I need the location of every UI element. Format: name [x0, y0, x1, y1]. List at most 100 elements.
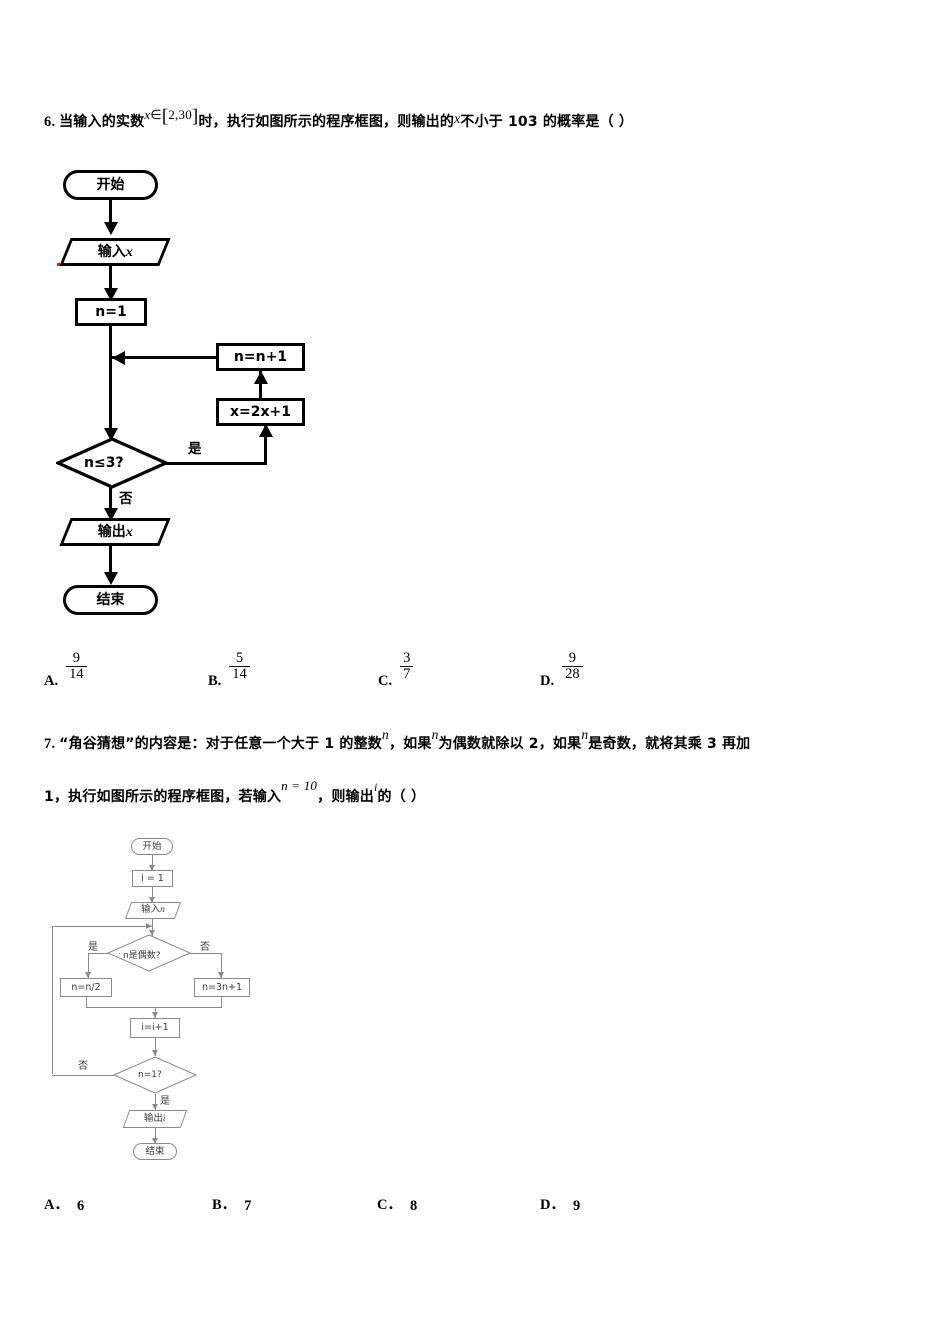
- question-6-interval-math: x∈[2,30]: [144, 106, 199, 127]
- arrow-down-icon: [103, 572, 118, 585]
- question-6-text-tail: 不小于 103 的概率是（ ）: [460, 114, 634, 130]
- flowchart2-yes1-label: 是: [88, 942, 98, 953]
- math-variable-x: x: [144, 107, 151, 122]
- flowchart2-odd-process: n=3n+1: [194, 978, 250, 997]
- flowchart2-increment-process: i=i+1: [130, 1018, 180, 1038]
- option-B-numerator: 5: [235, 650, 244, 666]
- option-A-label: A.: [44, 673, 59, 690]
- question-7-stem-line2: 1，执行如图所示的程序框图，若输入n = 10，则输出i的（ ）: [44, 778, 426, 807]
- question-6-number: 6.: [44, 114, 56, 130]
- flowchart2-connector-output-end: [155, 1128, 156, 1143]
- arrow-right-icon: [146, 922, 152, 929]
- flowchart1-update-label: x=2x+1: [229, 404, 291, 420]
- flowchart2-init-label: i = 1: [141, 872, 164, 884]
- flowchart2-odd-label: n=3n+1: [201, 981, 243, 993]
- flowchart1-connector-start-input: [109, 200, 113, 226]
- option-D-fraction: 9 28: [562, 650, 583, 682]
- flowchart2-even-process: n=n/2: [60, 978, 112, 997]
- option-B-q7-label: B．: [212, 1197, 237, 1213]
- option-A-q7[interactable]: A． 6: [44, 1193, 84, 1215]
- flowchart2-end-terminal: 结束: [133, 1143, 177, 1160]
- flowchart2-connector-init-input: [152, 887, 153, 902]
- question-7-var-n-1: n: [382, 727, 389, 742]
- option-D[interactable]: D. 9 28: [540, 650, 583, 691]
- flowchart2-output-var: i: [163, 1113, 166, 1124]
- question-7-stem-line1: 7. “角谷猜想”的内容是：对于任意一个大于 1 的整数n，如果n为偶数就除以 …: [44, 727, 750, 754]
- flowchart1-no-label: 否: [119, 491, 133, 507]
- arrow-down-icon: [151, 1104, 158, 1110]
- option-C-denominator: 7: [400, 666, 414, 682]
- flowchart2-feedback-horizontal-top: [52, 926, 152, 927]
- flowchart2-start-label: 开始: [142, 840, 162, 852]
- flowchart2-yes1-vertical: [88, 952, 89, 978]
- option-D-q7-label: D．: [540, 1197, 565, 1213]
- question-6-text-before: 当输入的实数: [59, 114, 145, 130]
- flowchart2-output-parallelogram: 输出i: [122, 1110, 188, 1128]
- flowchart1-connector-increment-trunk: [109, 355, 216, 359]
- flowchart1-end-terminal: 结束: [63, 585, 158, 615]
- option-D-denominator: 28: [562, 666, 583, 682]
- bracket-right: ]: [191, 106, 199, 127]
- arrow-down-icon: [148, 930, 155, 936]
- flowchart2-even-label: n=n/2: [71, 981, 101, 993]
- flowchart1-yes-label: 是: [188, 441, 202, 457]
- flowchart1-start-terminal: 开始: [63, 170, 158, 200]
- option-B-denominator: 14: [229, 666, 250, 682]
- flowchart2-decision2-label: n=1?: [138, 1070, 162, 1080]
- option-C-q7[interactable]: C． 8: [377, 1193, 417, 1215]
- flowchart2-input-text: 输入: [141, 904, 161, 916]
- option-D-label: D.: [540, 673, 555, 690]
- bracket-left: [: [161, 106, 169, 127]
- flowchart1-yes-path-vertical: [264, 426, 268, 462]
- arrow-up-icon: [253, 371, 268, 384]
- flowchart2-no2-horizontal: [52, 1074, 114, 1076]
- flowchart1-connector-input-init: [109, 266, 113, 294]
- option-A[interactable]: A. 9 14: [44, 650, 87, 691]
- option-C[interactable]: C. 3 7: [378, 650, 414, 691]
- flowchart2-input-var: n: [160, 905, 165, 916]
- flowchart2-input-label: 输入n: [141, 904, 165, 916]
- flowchart2-decision1-label: n是偶数?: [123, 951, 161, 961]
- flowchart1-end-label: 结束: [96, 592, 125, 608]
- option-B[interactable]: B. 5 14: [208, 650, 250, 691]
- flowchart2-odd-join-vertical: [221, 997, 222, 1008]
- flowchart2-output-label: 输出i: [144, 1112, 166, 1125]
- question-7-number: 7.: [44, 736, 56, 752]
- flowchart1-connector-output-end: [109, 546, 113, 578]
- flowchart2-connector-start-init: [152, 855, 153, 870]
- flowchart2-no1-label: 否: [200, 942, 210, 953]
- flowchart2-yes1-horizontal: [88, 952, 108, 954]
- option-D-q7[interactable]: D． 9: [540, 1193, 580, 1215]
- option-C-fraction: 3 7: [400, 650, 414, 682]
- option-B-q7[interactable]: B． 7: [212, 1193, 251, 1215]
- arrow-down-icon: [103, 508, 118, 521]
- flowchart2-even-join-vertical: [86, 997, 87, 1008]
- arrow-down-icon: [217, 972, 224, 978]
- arrow-down-icon: [103, 222, 118, 235]
- question-6-text-after: 时，执行如图所示的程序框图，则输出的: [198, 114, 455, 130]
- question-6-stem: 6. 当输入的实数x∈[2,30]时，执行如图所示的程序框图，则输出的 x 不小于 …: [44, 106, 634, 136]
- flowchart2-input-parallelogram: 输入n: [124, 902, 182, 919]
- option-B-fraction: 5 14: [229, 650, 250, 682]
- arrow-down-icon: [151, 1138, 158, 1144]
- option-D-q7-value: 9: [572, 1198, 581, 1214]
- flowchart2-yes1-stub: [119, 952, 120, 954]
- flowchart2-yes2-label: 是: [160, 1096, 170, 1107]
- flowchart2-no1-horizontal: [190, 952, 222, 954]
- option-A-denominator: 14: [66, 666, 87, 682]
- arrow-down-icon: [84, 972, 91, 978]
- flowchart1-decision-label: n≤3?: [84, 455, 124, 471]
- arrow-left-icon: [112, 350, 125, 365]
- flowchart2-feedback-vertical: [52, 926, 53, 1074]
- question-7-line2-c: 的（ ）: [377, 789, 426, 805]
- question-7-text-a: “角谷猜想”的内容是：对于任意一个大于 1 的整数: [59, 736, 382, 752]
- arrow-down-icon: [103, 288, 118, 301]
- flowchart-program-1: 开始 当输入的实数输入x n=1 n=n+1 x=2x+1: [0, 0, 950, 640]
- flowchart2-output-text: 输出: [144, 1112, 164, 1124]
- question-7-line2-b: ，则输出: [317, 789, 374, 805]
- flowchart1-no-path: [109, 487, 113, 515]
- option-C-label: C.: [378, 673, 393, 690]
- option-B-label: B.: [208, 673, 222, 690]
